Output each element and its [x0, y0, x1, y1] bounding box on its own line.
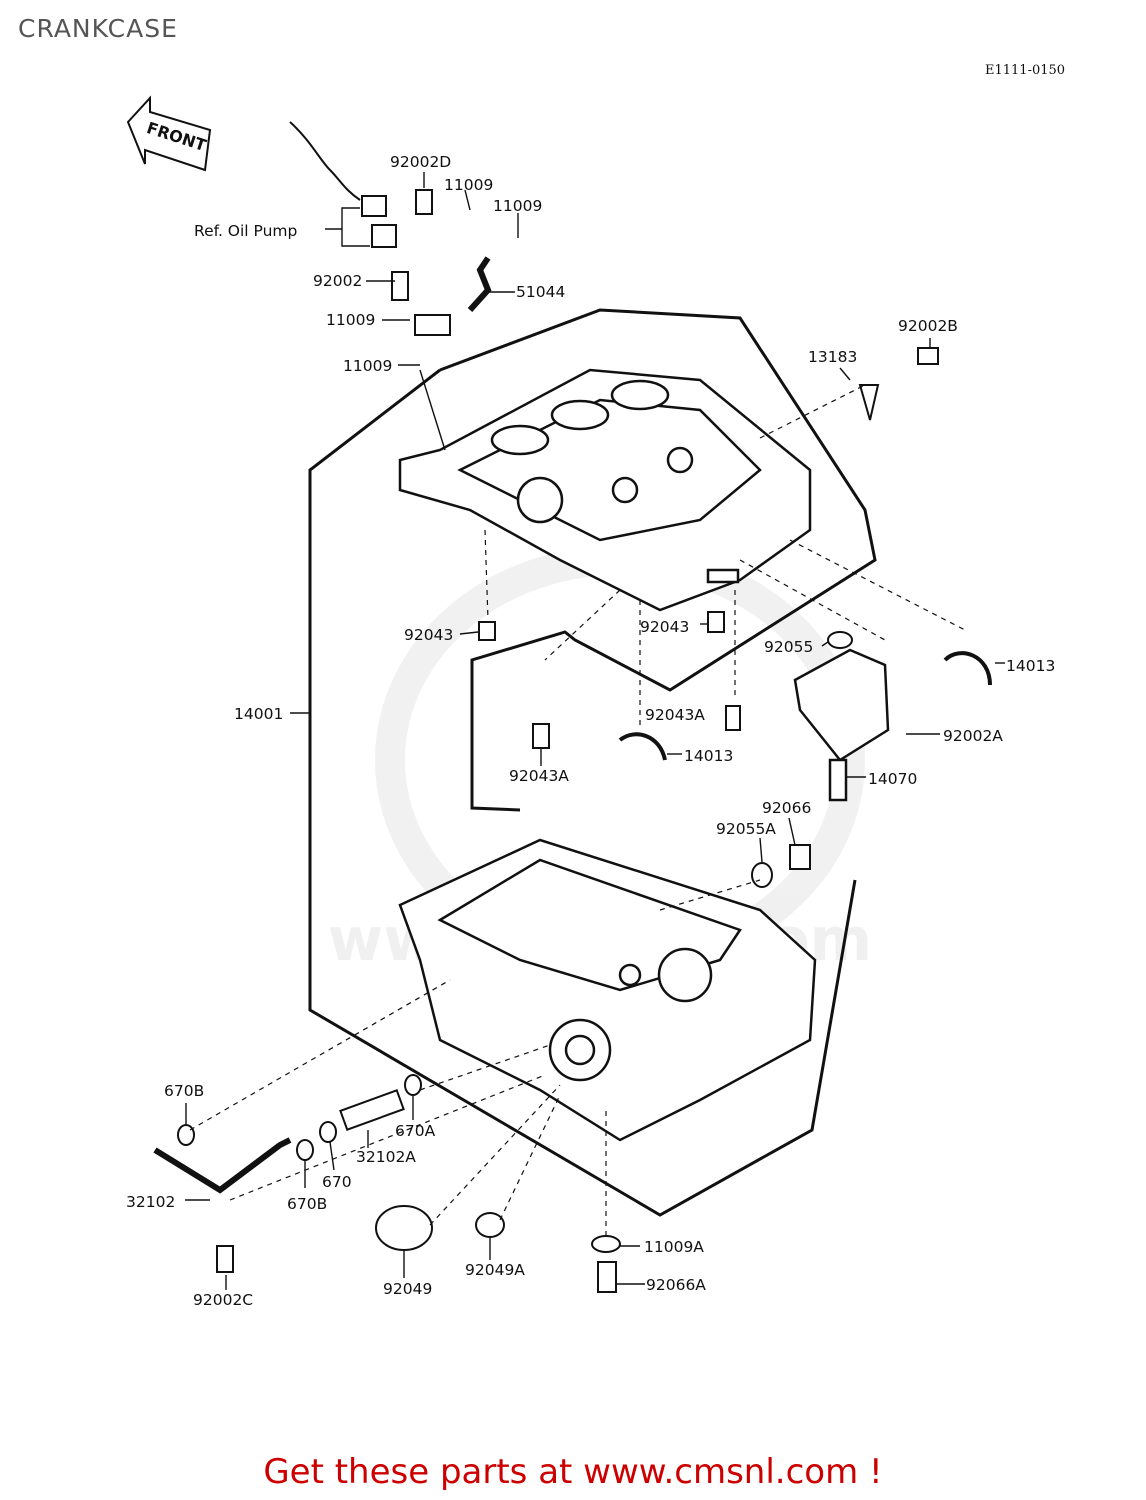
callout-92043-b: 92043 [640, 618, 689, 636]
callout-14013-b: 14013 [684, 747, 733, 765]
dashed-leaders [189, 384, 966, 1236]
oil-pipe [289, 121, 492, 336]
ref-bracket [325, 207, 370, 247]
callout-13183: 13183 [808, 348, 857, 366]
callout-92049A: 92049A [465, 1261, 525, 1279]
callout-92002B: 92002B [898, 317, 958, 335]
callout-92002: 92002 [313, 272, 362, 290]
oil-strainer [793, 648, 890, 802]
callout-92043A-a: 92043A [645, 706, 705, 724]
ref-oil-pump-note: Ref. Oil Pump [194, 222, 297, 240]
callout-11009-d: 11009 [343, 357, 392, 375]
figure-code: E1111-0150 [985, 63, 1066, 78]
page-title: CRANKCASE [18, 14, 178, 43]
callout-32102A: 32102A [356, 1148, 416, 1166]
callout-14070: 14070 [868, 770, 917, 788]
upper-crankcase-outline [308, 308, 877, 1217]
callout-51044: 51044 [516, 283, 565, 301]
callout-92055A: 92055A [716, 820, 776, 838]
callout-92055: 92055 [764, 638, 813, 656]
front-arrow-icon: FRONT [126, 95, 212, 172]
callout-670A: 670A [395, 1122, 436, 1140]
callout-92002D: 92002D [390, 153, 451, 171]
callout-labels: 92002D 11009 11009 92002 51044 11009 110… [126, 153, 1055, 1309]
callout-92043-a: 92043 [404, 626, 453, 644]
upper-crankcase [398, 368, 812, 612]
callout-670B-a: 670B [164, 1082, 204, 1100]
footer-link[interactable]: Get these parts at www.cmsnl.com ! [263, 1452, 883, 1492]
leader-lines [185, 172, 1005, 1290]
callout-92066: 92066 [762, 799, 811, 817]
callout-92066A: 92066A [646, 1276, 706, 1294]
callout-92049: 92049 [383, 1280, 432, 1298]
callout-670B-b: 670B [287, 1195, 327, 1213]
callout-670: 670 [322, 1173, 352, 1191]
callout-11009A: 11009A [644, 1238, 704, 1256]
callout-32102: 32102 [126, 1193, 175, 1211]
callout-14013-a: 14013 [1006, 657, 1055, 675]
lower-crankcase [398, 838, 817, 1142]
callout-92002C: 92002C [193, 1291, 253, 1309]
callout-11009-b: 11009 [493, 197, 542, 215]
callout-11009-c: 11009 [326, 311, 375, 329]
callout-11009-a: 11009 [444, 176, 493, 194]
callout-92043A-b: 92043A [509, 767, 569, 785]
callout-14001: 14001 [234, 705, 283, 723]
callout-92002A: 92002A [943, 727, 1003, 745]
